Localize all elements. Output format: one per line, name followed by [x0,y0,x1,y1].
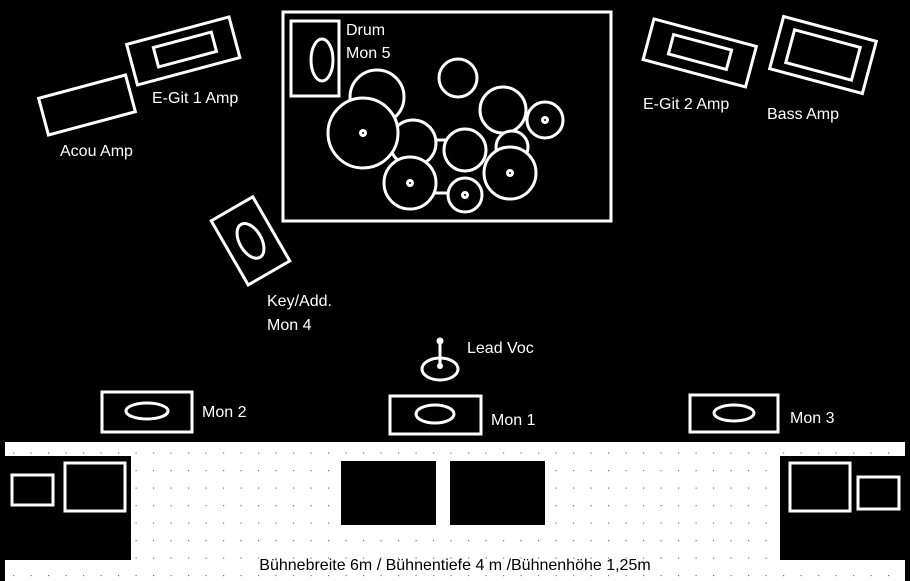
mon3-label: Mon 3 [790,410,835,427]
bass-label: Bass Amp [767,106,839,123]
drum-monitor [289,19,341,98]
right-large-box [788,461,852,513]
mon3-wedge [688,393,780,434]
mon2-wedge [100,390,194,434]
egit1-label: E-Git 1 Amp [152,90,238,107]
key-mon-label-2: Mon 4 [267,317,312,334]
drum-mon-label-2: Mon 5 [346,45,391,62]
key-monitor [209,194,292,287]
lead-voc-label: Lead Voc [467,340,534,357]
drum-riser: Drum Mon 5 [281,10,613,223]
left-large-box [63,461,127,513]
drum-mon-label-1: Drum [346,22,385,39]
mon1-wedge [388,394,483,436]
acou-label: Acou Amp [60,143,133,160]
right-small-box [856,475,901,511]
stage-riser: Bühnebreite 6m / Bühnentiefe 4 m /Bühnen… [0,442,910,581]
egit2-label: E-Git 2 Amp [643,96,729,113]
bass-amp [767,14,879,96]
acou-amp [36,73,138,137]
drum-kit [326,57,565,214]
key-mon-label-1: Key/Add. [267,293,332,310]
egit1-amp [124,15,242,87]
mon2-label: Mon 2 [202,404,247,421]
stage-caption: Bühnebreite 6m / Bühnentiefe 4 m /Bühnen… [259,557,650,574]
egit2-amp [641,17,759,89]
mon1-label: Mon 1 [491,412,536,429]
left-small-box [10,473,55,507]
center-block-right [450,461,545,525]
lead-vocal-mic [420,337,460,382]
center-block-left [341,461,436,525]
